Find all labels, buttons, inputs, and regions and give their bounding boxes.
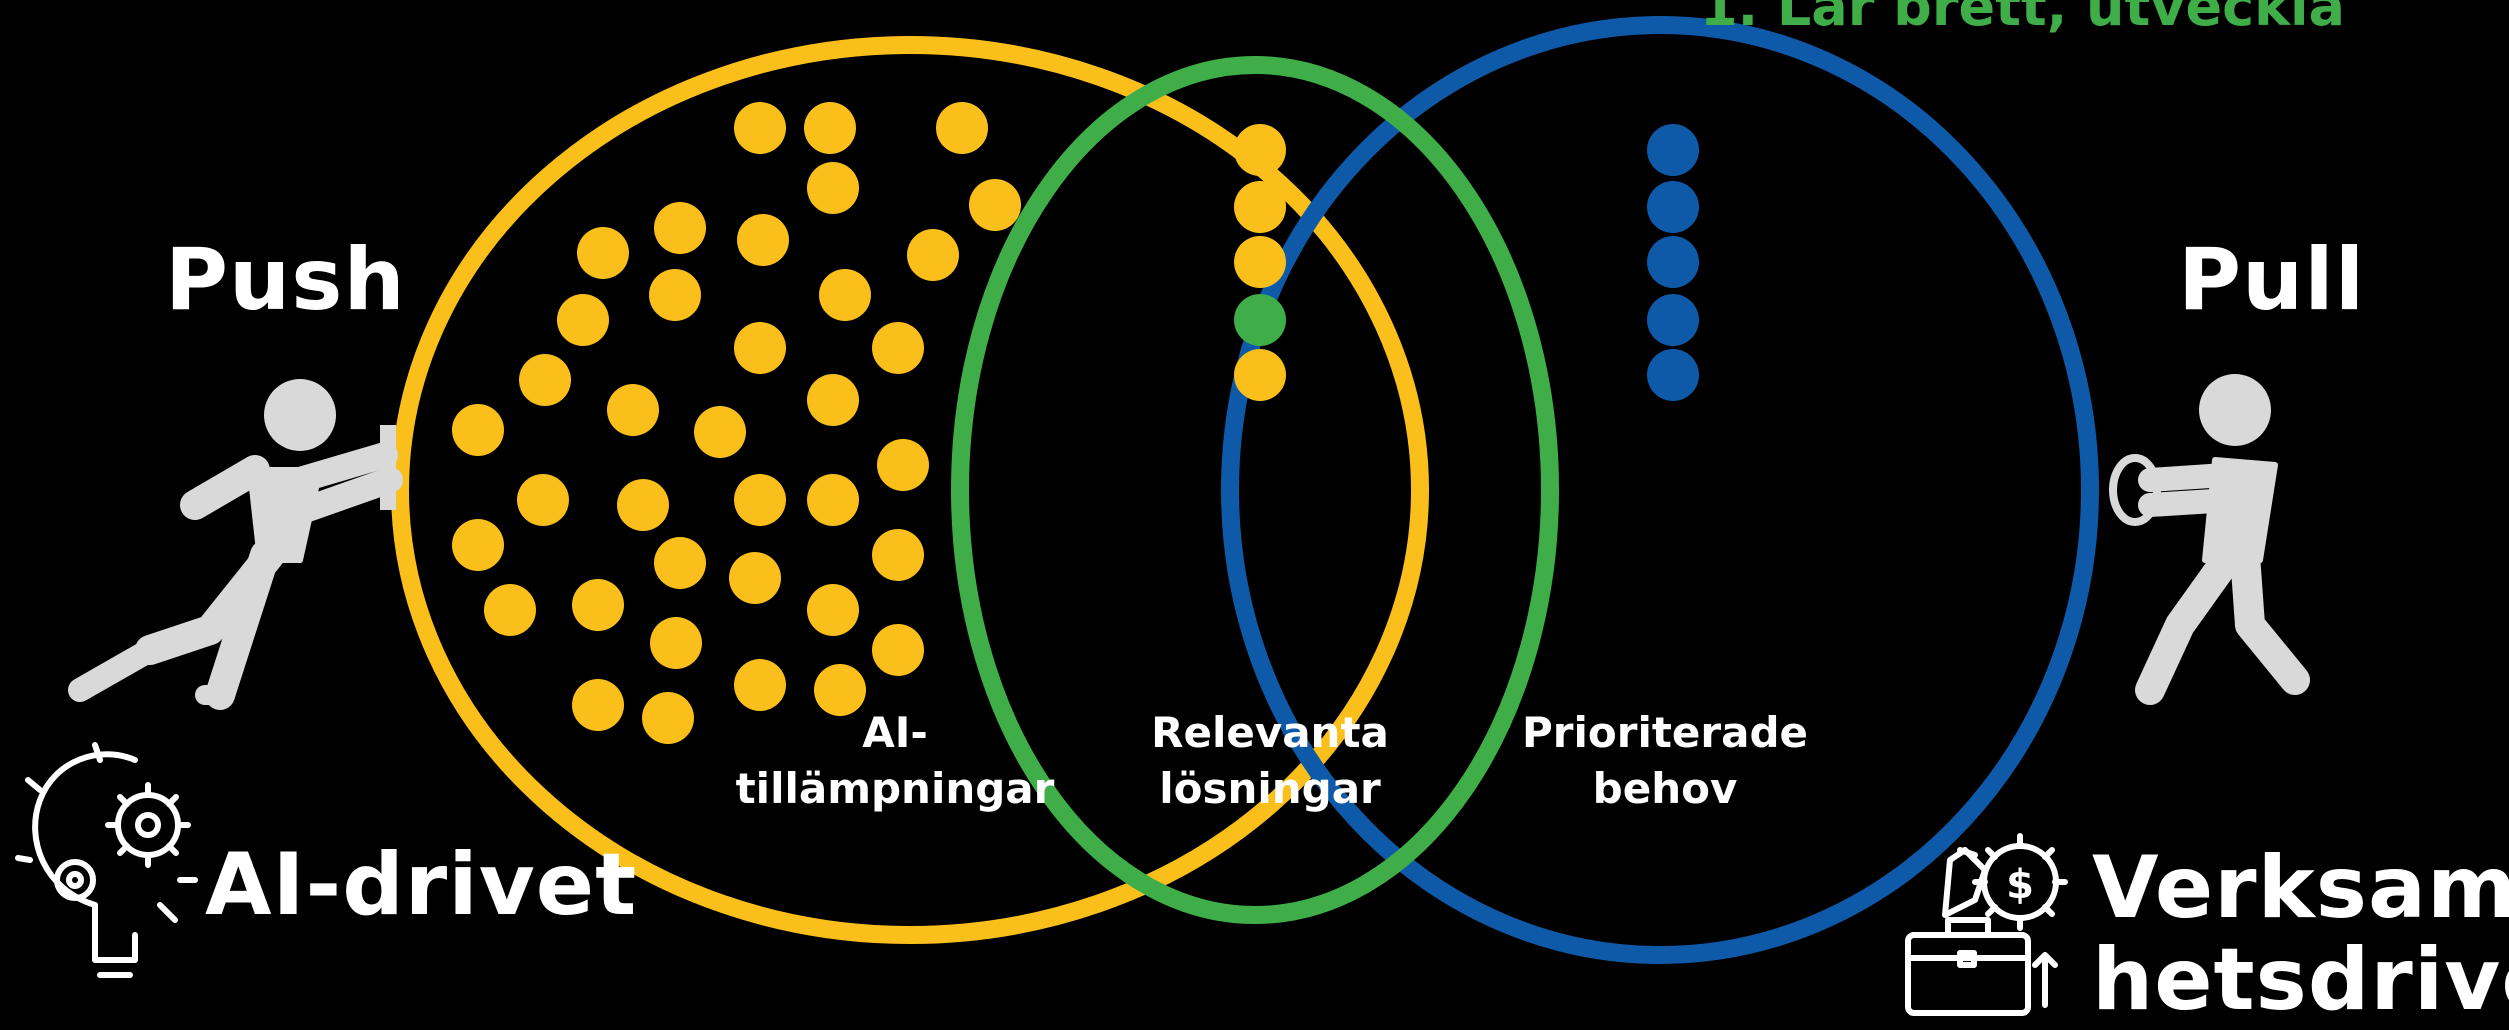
ai-application-dot (734, 322, 786, 374)
lightbulb-gear-icon (18, 745, 195, 975)
top-caption: 1. Lär brett, utveckla (1700, 0, 2345, 38)
ai-application-dot (517, 474, 569, 526)
ai-application-dot (607, 384, 659, 436)
prioritized-need-dot (1647, 181, 1699, 233)
ai-application-dot (807, 584, 859, 636)
ai-application-dot (557, 294, 609, 346)
ai-application-dot (484, 584, 536, 636)
ai-application-dot (807, 162, 859, 214)
ai-application-dot (737, 214, 789, 266)
ai-application-dot (642, 692, 694, 744)
ai-application-dot (969, 179, 1021, 231)
ai-application-dot (572, 679, 624, 731)
label-ai-applications: AI- tillämpningar (735, 705, 1055, 817)
business-driven-label-line2: hetsdrivet (2092, 930, 2509, 1030)
ai-application-dot (452, 519, 504, 571)
prioritized-need-dot (1647, 349, 1699, 401)
ai-application-dot (572, 579, 624, 631)
label-relevant-solutions: Relevanta lösningar (1110, 705, 1430, 817)
business-driven-label-line1: Verksam- (2092, 838, 2509, 938)
briefcase-money-gear-icon: $ (1908, 836, 2065, 1013)
ai-application-dot (650, 617, 702, 669)
ai-application-dot (734, 102, 786, 154)
ai-application-dot (877, 439, 929, 491)
prioritized-need-dot (1647, 294, 1699, 346)
relevant-solution-dot (1234, 236, 1286, 288)
prioritized-need-dot (1647, 124, 1699, 176)
ai-application-dot (649, 269, 701, 321)
label-prioritized-needs: Prioriterade behov (1505, 705, 1825, 817)
dots-group (452, 102, 1699, 744)
ai-application-dot (734, 659, 786, 711)
ai-application-dot (519, 354, 571, 406)
relevant-solution-dot (1234, 294, 1286, 346)
ai-application-dot (654, 537, 706, 589)
ai-application-dot (807, 474, 859, 526)
ai-application-dot (577, 227, 629, 279)
svg-text:$: $ (2006, 862, 2034, 908)
person-pulling-icon (2113, 374, 2295, 690)
ai-application-dot (694, 406, 746, 458)
ai-application-dot (936, 102, 988, 154)
ai-application-dot (654, 202, 706, 254)
pull-label: Pull (2178, 230, 2365, 330)
relevant-solution-dot (1234, 181, 1286, 233)
ai-application-dot (734, 474, 786, 526)
push-label: Push (165, 230, 406, 330)
ai-application-dot (819, 269, 871, 321)
ai-application-dot (872, 624, 924, 676)
ai-application-dot (452, 404, 504, 456)
ai-application-dot (872, 322, 924, 374)
person-pushing-icon (80, 379, 396, 695)
ai-driven-label: AI-drivet (205, 835, 637, 935)
ai-application-dot (872, 529, 924, 581)
ai-application-dot (807, 374, 859, 426)
relevant-solution-dot (1234, 349, 1286, 401)
relevant-solution-dot (1234, 124, 1286, 176)
ai-application-dot (729, 552, 781, 604)
ai-application-dot (804, 102, 856, 154)
ai-application-dot (617, 479, 669, 531)
prioritized-need-dot (1647, 236, 1699, 288)
ai-application-dot (907, 229, 959, 281)
